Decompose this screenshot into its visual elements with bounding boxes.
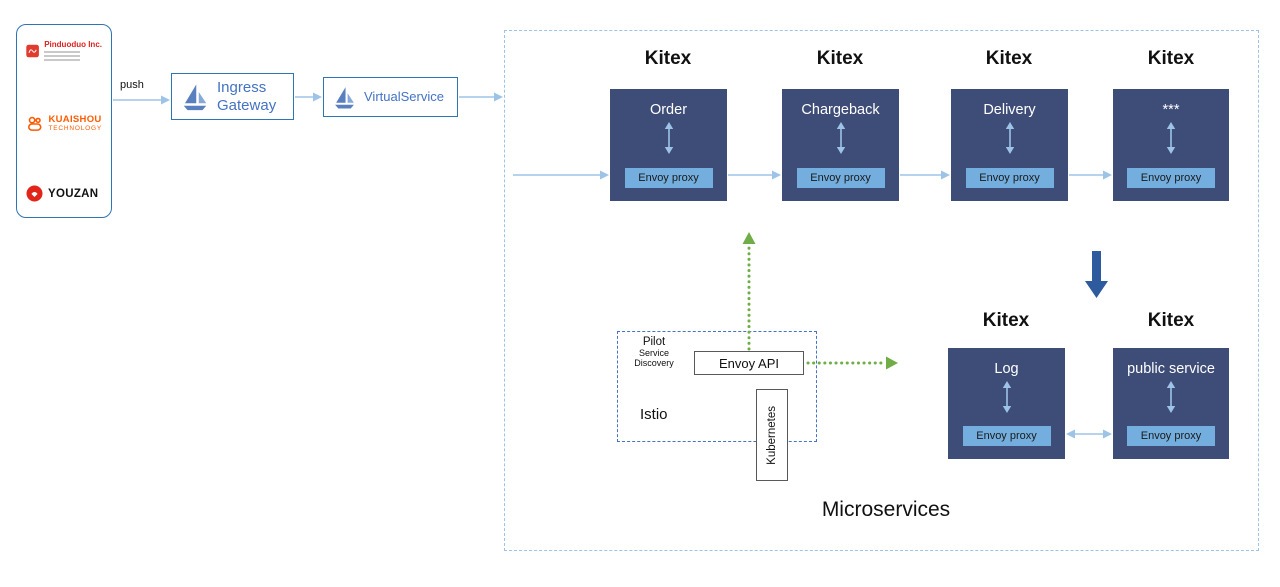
kitex-label-order: Kitex: [644, 48, 692, 69]
virtual-service-label: VirtualService: [364, 88, 444, 104]
ingress-gateway-label: Ingress Gateway: [217, 79, 277, 114]
kitex-label-delivery: Kitex: [985, 48, 1033, 69]
istio-control-plane-box: [617, 331, 817, 442]
envoy-proxy-label: Envoy proxy: [965, 168, 1054, 188]
vertical-double-arrow-icon: [1002, 381, 1011, 413]
youzan-logo-icon: [26, 185, 43, 202]
pilot-label: Pilot: [642, 336, 666, 348]
service-box-order: Order Envoy proxy: [610, 89, 727, 201]
service-box-delivery: Delivery Envoy proxy: [951, 89, 1068, 201]
vertical-double-arrow-icon: [836, 122, 845, 154]
service-box-chargeback: Chargeback Envoy proxy: [782, 89, 899, 201]
pinduoduo-tagline-lines: [44, 49, 102, 63]
vertical-double-arrow-icon: [1166, 381, 1176, 413]
kuaishou-sublabel: TECHNOLOGY: [48, 125, 102, 132]
envoy-proxy-label: Envoy proxy: [796, 168, 885, 188]
arrow-ingress-to-virtualservice: [295, 92, 322, 102]
envoy-proxy-label: Envoy proxy: [1127, 426, 1215, 446]
istio-sail-icon: [183, 84, 207, 110]
service-name: public service: [1127, 361, 1215, 377]
kuaishou-logo-icon: [28, 116, 42, 131]
service-discovery-label: Service Discovery: [634, 348, 674, 368]
service-box-more: *** Envoy proxy: [1113, 89, 1229, 201]
istio-label: Istio: [640, 406, 668, 423]
istio-sail-icon: [335, 86, 354, 108]
kubernetes-box: Kubernetes: [756, 389, 788, 481]
arrow-virtualservice-to-microservices: [459, 92, 503, 102]
service-name: ***: [1162, 102, 1180, 118]
envoy-api-box: Envoy API: [694, 351, 804, 375]
service-box-public-service: public service Envoy proxy: [1113, 348, 1229, 459]
service-name: Order: [649, 102, 688, 118]
arrow-clients-to-ingress: [113, 95, 170, 105]
kitex-label-more: Kitex: [1147, 48, 1195, 69]
client-companies-panel: Pinduoduo Inc. KUAISHOU TECHNOLOGY YOUZA…: [16, 24, 112, 218]
microservices-region: [504, 30, 1259, 551]
brand-youzan: YOUZAN: [26, 185, 102, 202]
pinduoduo-logo-icon: [26, 44, 39, 58]
service-name: Log: [994, 361, 1019, 377]
envoy-proxy-label: Envoy proxy: [624, 168, 713, 188]
pinduoduo-label: Pinduoduo Inc.: [44, 40, 102, 49]
kuaishou-label: KUAISHOU: [48, 114, 102, 125]
service-box-log: Log Envoy proxy: [948, 348, 1065, 459]
vertical-double-arrow-icon: [1005, 122, 1014, 154]
kitex-label-chargeback: Kitex: [816, 48, 864, 69]
kitex-label-public-service: Kitex: [1147, 310, 1195, 331]
vertical-double-arrow-icon: [664, 122, 673, 154]
pilot-block: Pilot Service Discovery: [618, 336, 690, 368]
envoy-proxy-label: Envoy proxy: [1127, 168, 1215, 188]
microservices-title: Microservices: [821, 498, 951, 521]
service-name: Delivery: [983, 102, 1036, 118]
brand-pinduoduo: Pinduoduo Inc.: [26, 40, 102, 63]
virtual-service-box: VirtualService: [323, 77, 458, 117]
brand-kuaishou: KUAISHOU TECHNOLOGY: [26, 114, 102, 134]
kitex-label-log: Kitex: [982, 310, 1030, 331]
youzan-label: YOUZAN: [48, 187, 99, 200]
service-name: Chargeback: [801, 102, 880, 118]
push-label: push: [120, 79, 144, 91]
kubernetes-label: Kubernetes: [766, 405, 778, 465]
vertical-double-arrow-icon: [1166, 122, 1176, 154]
ingress-gateway-box: Ingress Gateway: [171, 73, 294, 120]
envoy-proxy-label: Envoy proxy: [962, 426, 1051, 446]
